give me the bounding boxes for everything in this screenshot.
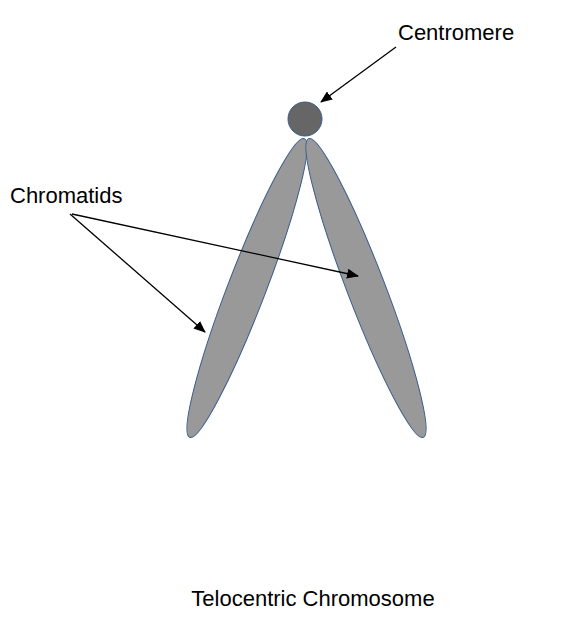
leader-line [321, 47, 396, 102]
chromatid [172, 132, 322, 444]
part-label: Chromatids [10, 184, 122, 208]
leader-line [70, 214, 205, 332]
centromere-circle [288, 102, 322, 136]
leader-line [72, 214, 358, 276]
figure-caption: Telocentric Chromosome [191, 587, 434, 611]
chromatid [291, 132, 441, 444]
part-label: Centromere [398, 21, 514, 45]
